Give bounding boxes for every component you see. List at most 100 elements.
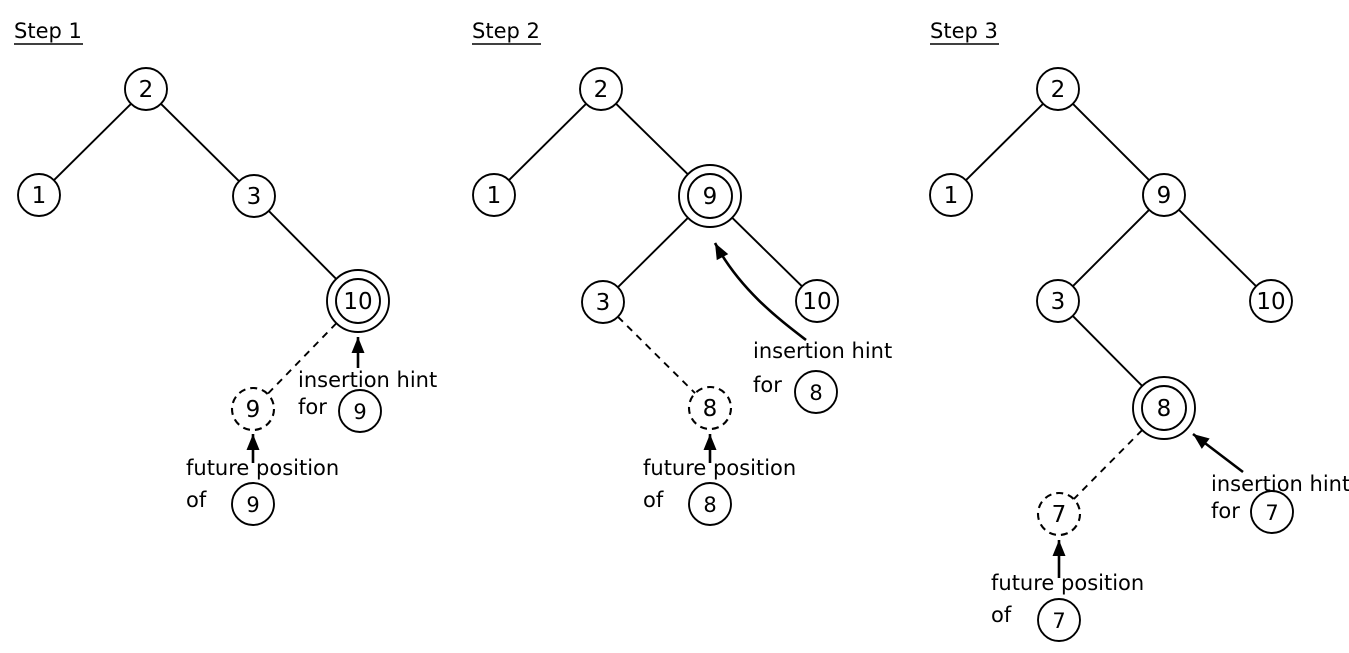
annotation-arrowhead <box>1052 540 1066 556</box>
tree-node[interactable]: 1 <box>472 173 516 217</box>
tree-node[interactable]: 9 <box>230 386 276 432</box>
tree-node[interactable]: 8 <box>1132 376 1196 440</box>
node-circle <box>1036 67 1080 111</box>
annotation-line-2: of <box>186 488 207 512</box>
tree-node[interactable]: 2 <box>1036 67 1080 111</box>
node-value: 9 <box>246 397 261 423</box>
annotation-badge-circle <box>338 389 382 433</box>
step-title: Step 1 <box>14 19 82 43</box>
annotation-badge-circle <box>688 482 732 526</box>
tree-edge <box>1178 209 1257 287</box>
tree-edge-dashed <box>266 322 338 395</box>
node-value: 3 <box>247 184 262 210</box>
tree-node[interactable]: 2 <box>124 67 168 111</box>
annotation-arrowhead <box>703 434 717 450</box>
tree-node[interactable]: 10 <box>795 279 839 323</box>
tree-edge <box>1072 209 1150 287</box>
node-circle <box>124 67 168 111</box>
annotation-line-2: for <box>753 373 782 397</box>
node-circle <box>1036 279 1080 323</box>
tree-node[interactable]: 2 <box>579 67 623 111</box>
node-value: 2 <box>1051 77 1066 103</box>
node-circle <box>1141 385 1187 431</box>
annotation-badge-circle <box>1037 598 1081 642</box>
node-value: 2 <box>139 77 154 103</box>
node-value: 2 <box>594 77 609 103</box>
node-value: 1 <box>944 183 959 209</box>
tree-node[interactable]: 1 <box>17 173 61 217</box>
tree-node[interactable]: 9 <box>678 164 742 228</box>
annotation-line-2: of <box>643 488 664 512</box>
node-circle <box>929 173 973 217</box>
tree-edge <box>1072 103 1150 181</box>
future-position-annotation: future position of 7 <box>991 540 1144 642</box>
tree-node[interactable]: 3 <box>1036 279 1080 323</box>
node-value: 9 <box>703 184 718 210</box>
node-circle <box>579 67 623 111</box>
annotation-line-1: future position <box>643 456 796 480</box>
annotation-badge-value: 8 <box>703 493 716 517</box>
tree-node[interactable]: 1 <box>929 173 973 217</box>
annotation-badge-value: 7 <box>1052 609 1065 633</box>
annotation-arrowhead <box>351 337 365 353</box>
annotation-badge-value: 9 <box>246 493 259 517</box>
tree-node[interactable]: 10 <box>326 269 390 333</box>
annotation-line-1: future position <box>991 571 1144 595</box>
tree-edge <box>1072 315 1143 387</box>
node-circle-dashed <box>1036 491 1082 537</box>
tree-edge <box>160 103 240 182</box>
annotation-line-1: future position <box>186 456 339 480</box>
node-circle-dashed <box>230 386 276 432</box>
tree-edge <box>508 103 587 181</box>
future-position-annotation: future position of 8 <box>643 434 796 526</box>
node-value: 10 <box>1256 289 1285 315</box>
node-circle <box>232 174 276 218</box>
node-value: 3 <box>596 290 611 316</box>
tree-node[interactable]: 3 <box>581 280 625 324</box>
tree-node[interactable]: 7 <box>1036 491 1082 537</box>
annotation-line-1: insertion hint <box>298 368 437 392</box>
annotation-badge-value: 7 <box>1265 501 1278 525</box>
tree-edge <box>617 217 689 288</box>
node-circle <box>795 279 839 323</box>
tree-node[interactable]: 8 <box>687 385 733 431</box>
tree-node[interactable]: 9 <box>1142 173 1186 217</box>
annotation-line-1: insertion hint <box>753 339 892 363</box>
tree-node[interactable]: 3 <box>232 174 276 218</box>
node-circle <box>1249 279 1293 323</box>
annotation-pointer-curve <box>713 242 807 342</box>
node-value: 1 <box>487 183 502 209</box>
annotation-badge-circle <box>1250 490 1294 534</box>
tree-edge-dashed <box>617 316 696 394</box>
annotation-arrowhead <box>246 434 260 450</box>
annotation-line-2: of <box>991 603 1012 627</box>
annotation-badge-value: 8 <box>809 381 822 405</box>
node-circle <box>687 173 733 219</box>
insertion-hint-annotation: insertion hint for 8 <box>713 242 892 414</box>
step-title: Step 3 <box>930 19 998 43</box>
tree-edge <box>268 210 337 280</box>
tree-edge-dashed <box>1073 429 1143 500</box>
annotation-arrowhead <box>1193 434 1210 449</box>
annotation-badge-circle <box>231 482 275 526</box>
node-value: 10 <box>802 289 831 315</box>
node-value: 8 <box>703 396 718 422</box>
node-circle <box>581 280 625 324</box>
annotation-arrowhead <box>715 243 729 261</box>
node-value: 3 <box>1051 289 1066 315</box>
step-2-title-group: Step 2 <box>472 19 541 45</box>
tree-edge <box>615 103 689 175</box>
step-1-title-group: Step 1 <box>14 19 83 45</box>
annotation-line-2: for <box>298 395 327 419</box>
tree-edge <box>965 103 1044 181</box>
tree-node[interactable]: 10 <box>1249 279 1293 323</box>
future-position-annotation: future position of 9 <box>186 434 339 526</box>
node-value: 8 <box>1157 396 1172 422</box>
node-circle-dashed <box>687 385 733 431</box>
